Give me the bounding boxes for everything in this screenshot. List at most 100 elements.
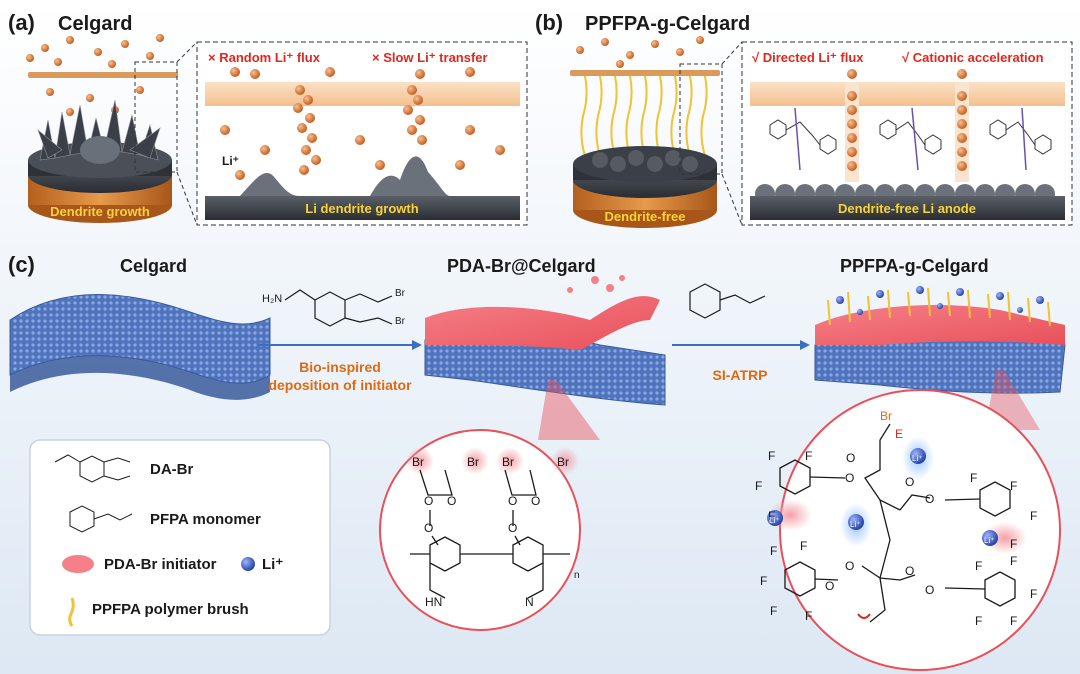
chem-right-f-12: F: [770, 604, 777, 618]
chem-right-f-13: F: [805, 609, 812, 623]
inset-b-separator: [750, 82, 1065, 106]
electrode-b-label: Dendrite-free: [605, 209, 686, 224]
chem-right-e: E: [895, 427, 903, 441]
chem-right-o-5: O: [845, 559, 854, 573]
svg-text:Br: Br: [395, 288, 406, 299]
chem-right-o-3: O: [905, 475, 914, 489]
chem-left-o-3: O: [508, 494, 517, 508]
legend-item-1: DA-Br: [150, 461, 193, 478]
legend-li-swatch: [241, 557, 255, 571]
stage-1-title: Celgard: [120, 256, 187, 276]
inset-b-note-1: √ Directed Li⁺ flux: [752, 50, 864, 65]
chem-right-f-3: F: [755, 479, 762, 493]
chem-right-f-9: F: [770, 544, 777, 558]
legend-item-3: PDA-Br initiator: [104, 556, 217, 573]
inset-b: √ Directed Li⁺ flux √ Cationic accelerat…: [741, 41, 1073, 226]
chem-right-f-2: F: [805, 449, 812, 463]
chem-right-o-7: O: [905, 564, 914, 578]
chem-right-f-15: F: [1010, 554, 1017, 568]
li-ions-above-b: [576, 36, 704, 68]
legend: DA-Br PFPA monomer PDA-Br initiator Li⁺ …: [29, 439, 331, 636]
inset-a-dendrite-1: [240, 173, 300, 196]
chem-right-f-7: F: [1030, 509, 1037, 523]
chem-right-o-8: O: [925, 583, 934, 597]
arrow-1: H₂N Br Br Bio-inspired deposition of ini…: [258, 288, 422, 393]
separator-b: [570, 70, 720, 76]
stage-3-title: PPFPA-g-Celgard: [840, 256, 989, 276]
chem-left-o-4: O: [531, 494, 540, 508]
electrode-a: Dendrite growth: [28, 99, 172, 223]
svg-text:Br: Br: [395, 316, 406, 327]
chem-right-li-2: Li⁺: [850, 520, 860, 529]
chem-right-f-5: F: [970, 471, 977, 485]
chem-circle-left: Br Br Br Br O O O O O O HN N n: [379, 429, 581, 631]
chem-left-br-4: Br: [557, 455, 569, 469]
chem-right-o-6: O: [825, 579, 834, 593]
panel-b-title: PPFPA-g-Celgard: [585, 13, 750, 35]
chem-left-br-1: Br: [412, 455, 424, 469]
inset-a-bar: [205, 196, 520, 220]
inset-b-note-2: √ Cationic acceleration: [902, 50, 1044, 65]
chem-right-br: Br: [880, 409, 892, 423]
membrane-pda-br: [424, 275, 666, 440]
chem-right-o-2: O: [845, 471, 854, 485]
arrow-2: SI-ATRP: [672, 283, 810, 383]
chem-right-li-3: Li⁺: [769, 516, 779, 525]
chem-left-o-6: O: [508, 521, 517, 535]
panel-a-title: Celgard: [58, 13, 132, 35]
inset-a: × Random Li⁺ flux × Slow Li⁺ transfer Li…: [196, 41, 528, 226]
li-ions-above-a: [26, 34, 164, 68]
chem-left-o-1: O: [424, 494, 433, 508]
panel-c: (c) Celgard PDA-Br@Celgard PPFPA-g-Celga…: [8, 252, 1066, 671]
chem-left-hn: HN: [425, 595, 442, 609]
chem-right-li-1: Li⁺: [912, 454, 922, 463]
chem-right-f-18: F: [975, 614, 982, 628]
legend-brush-swatch: [68, 597, 75, 627]
chem-left-o-5: O: [424, 521, 433, 535]
inset-a-separator: [205, 82, 520, 106]
legend-item-4: Li⁺: [262, 556, 283, 573]
inset-a-ions: [220, 67, 505, 180]
chem-right-f-6: F: [1010, 479, 1017, 493]
panel-b-label: (b): [535, 10, 563, 35]
chem-right-f-14: F: [975, 559, 982, 573]
zoom-box-b: [679, 63, 723, 175]
panel-a: (a) Celgard: [8, 10, 528, 226]
legend-initiator-swatch: [62, 555, 94, 573]
inset-b-bar: [750, 196, 1065, 220]
legend-frame: [29, 439, 331, 636]
zoom-box-a: [134, 61, 178, 173]
chem-left-br-3: Br: [502, 455, 514, 469]
separator-a: [28, 72, 178, 78]
chem-right-f-17: F: [1010, 614, 1017, 628]
chem-circle-right: Br E O O O O O O O O F F F F F F F F F F: [755, 389, 1061, 671]
panel-c-label: (c): [8, 252, 35, 277]
inset-a-note-1: × Random Li⁺ flux: [208, 50, 321, 65]
legend-item-5: PPFPA polymer brush: [92, 601, 249, 618]
chem-left-br-2: Br: [467, 455, 479, 469]
chem-right-f-8: F: [1010, 537, 1017, 551]
chem-right-o-4: O: [925, 492, 934, 506]
chem-right-f-1: F: [768, 449, 775, 463]
electrode-b: Dendrite-free: [573, 146, 717, 228]
arrow-2-label: SI-ATRP: [713, 367, 768, 383]
legend-item-2: PFPA monomer: [150, 511, 261, 528]
inset-a-note-2: × Slow Li⁺ transfer: [372, 50, 488, 65]
chem-right-o-1: O: [846, 451, 855, 465]
inset-b-bar-label: Dendrite-free Li anode: [838, 201, 976, 216]
inset-a-dendrite-2: [370, 156, 450, 196]
chem-left-subscript: n: [574, 570, 580, 581]
panel-b: (b) PPFPA-g-Celgard: [535, 10, 1073, 228]
arrow-1-label-line1: Bio-inspired: [299, 359, 381, 375]
chem-left-n: N: [525, 595, 534, 609]
brushes-b: [580, 75, 708, 157]
panel-a-label: (a): [8, 10, 35, 35]
chem-right-f-16: F: [1030, 587, 1037, 601]
arrow-1-top-label: H₂N: [262, 293, 282, 305]
stage-2-title: PDA-Br@Celgard: [447, 256, 596, 276]
chem-right-f-10: F: [800, 539, 807, 553]
inset-b-ions: [847, 69, 967, 171]
inset-a-bar-label: Li dendrite growth: [305, 201, 418, 216]
